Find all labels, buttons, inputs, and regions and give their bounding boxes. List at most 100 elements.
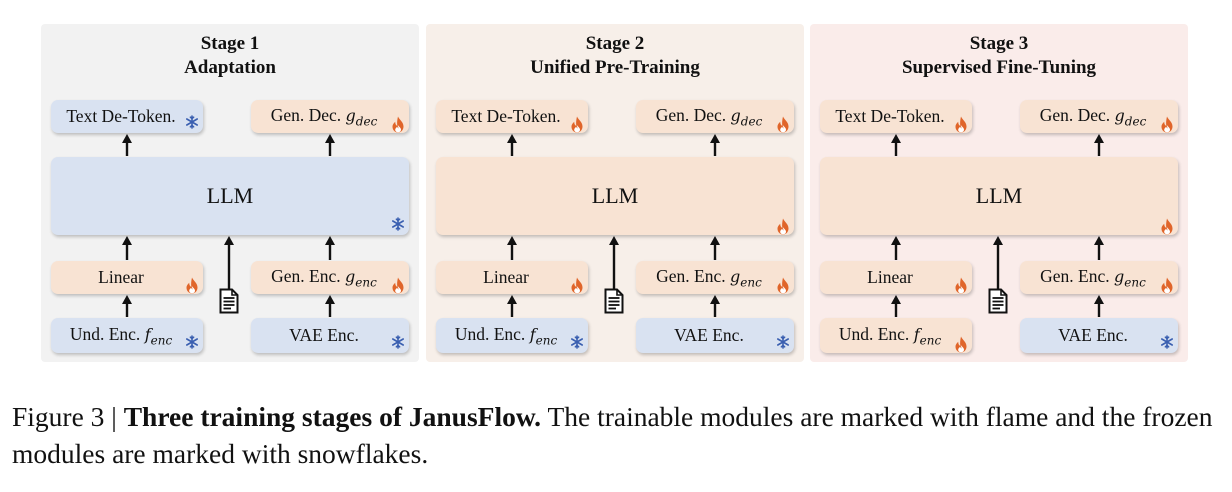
flame-icon	[776, 218, 790, 235]
module-label: Gen. Enc.	[656, 265, 731, 286]
module-vae-enc: VAE Enc.	[1020, 318, 1178, 353]
math-subscript: enc	[1124, 275, 1146, 290]
snowflake-icon	[1160, 335, 1174, 351]
math-subscript: enc	[535, 333, 558, 348]
module-und-enc: Und. Enc. fenc	[436, 318, 588, 353]
flame-icon	[185, 277, 199, 294]
flow-arrow	[710, 134, 720, 156]
document-icon	[219, 288, 239, 319]
module-label: Text De-Token.	[835, 106, 945, 126]
module-text-detok: Text De-Token.	[51, 100, 203, 133]
flow-arrow	[507, 236, 517, 260]
module-label: Linear	[98, 267, 144, 287]
flame-icon	[776, 116, 790, 133]
flame-icon	[1160, 277, 1174, 294]
module-linear: Linear	[820, 261, 972, 294]
stage-name: Adaptation	[184, 57, 276, 78]
module-label: LLM	[206, 183, 254, 208]
flow-arrow	[122, 236, 132, 260]
module-label: VAE Enc.	[1058, 325, 1128, 345]
flow-arrow	[891, 295, 901, 317]
math-subscript: dec	[1124, 114, 1147, 129]
flow-arrow	[609, 236, 619, 290]
math-symbol: f	[529, 324, 536, 344]
module-gen-dec: Gen. Dec. gdec	[636, 100, 794, 133]
flame-icon	[391, 116, 405, 133]
module-llm: LLM	[820, 157, 1178, 235]
flame-icon	[570, 116, 584, 133]
flow-arrow	[507, 295, 517, 317]
module-und-enc: Und. Enc. fenc	[820, 318, 972, 353]
flame-icon	[954, 336, 968, 353]
flow-arrow	[122, 295, 132, 317]
stage-number: Stage 2	[585, 33, 645, 54]
module-label: Gen. Dec.	[1039, 104, 1115, 125]
figure-caption: Figure 3 | Three training stages of Janu…	[12, 398, 1227, 472]
math-subscript: enc	[355, 275, 377, 290]
module-label: Und. Enc.	[454, 323, 530, 344]
flow-arrow	[710, 295, 720, 317]
module-text-detok: Text De-Token.	[820, 100, 972, 133]
module-label: Linear	[483, 267, 529, 287]
module-label: Gen. Dec.	[655, 104, 731, 125]
snowflake-icon	[391, 335, 405, 351]
stage-name: Supervised Fine-Tuning	[901, 57, 1097, 78]
module-gen-dec: Gen. Dec. gdec	[1020, 100, 1178, 133]
module-label: Gen. Enc.	[271, 265, 346, 286]
math-subscript: dec	[740, 114, 763, 129]
flow-arrow	[993, 236, 1003, 290]
flame-icon	[954, 277, 968, 294]
module-label: Gen. Dec.	[270, 104, 346, 125]
module-gen-enc: Gen. Enc. genc	[636, 261, 794, 294]
flow-arrow	[224, 236, 234, 290]
math-subscript: dec	[355, 114, 378, 129]
module-vae-enc: VAE Enc.	[251, 318, 409, 353]
math-symbol: g	[730, 105, 741, 125]
flow-arrow	[891, 236, 901, 260]
module-label: Gen. Enc.	[1040, 265, 1115, 286]
module-label: LLM	[591, 183, 639, 208]
flame-icon	[391, 277, 405, 294]
flow-arrow	[325, 134, 335, 156]
flow-arrow	[1094, 295, 1104, 317]
flow-arrow	[122, 134, 132, 156]
caption-bold: Three training stages of JanusFlow.	[123, 401, 542, 432]
snowflake-icon	[185, 335, 199, 351]
module-text-detok: Text De-Token.	[436, 100, 588, 133]
flame-icon	[1160, 218, 1174, 235]
flame-icon	[570, 277, 584, 294]
module-label: Und. Enc.	[838, 323, 914, 344]
math-symbol: f	[913, 324, 920, 344]
math-subscript: enc	[150, 333, 173, 348]
module-gen-dec: Gen. Dec. gdec	[251, 100, 409, 133]
flow-arrow	[710, 236, 720, 260]
module-label: Text De-Token.	[66, 106, 176, 126]
math-symbol: g	[730, 266, 741, 286]
module-label: Text De-Token.	[451, 106, 561, 126]
flow-arrow	[1094, 236, 1104, 260]
document-icon	[604, 288, 624, 319]
snowflake-icon	[776, 335, 790, 351]
module-linear: Linear	[51, 261, 203, 294]
module-linear: Linear	[436, 261, 588, 294]
module-llm: LLM	[436, 157, 794, 235]
flow-arrow	[1094, 134, 1104, 156]
stage-number: Stage 1	[200, 33, 260, 54]
module-label: LLM	[975, 183, 1023, 208]
flame-icon	[1160, 116, 1174, 133]
document-icon	[988, 288, 1008, 319]
module-label: Linear	[867, 267, 913, 287]
math-symbol: g	[1114, 105, 1125, 125]
snowflake-icon	[391, 217, 405, 233]
module-label: Und. Enc.	[69, 323, 145, 344]
math-symbol: f	[144, 324, 151, 344]
caption-rest: The trainable modules are marked with fl…	[12, 401, 1213, 469]
math-symbol: g	[1114, 266, 1125, 286]
stage-number: Stage 3	[969, 33, 1029, 54]
flow-arrow	[891, 134, 901, 156]
math-subscript: enc	[919, 333, 942, 348]
module-gen-enc: Gen. Enc. genc	[1020, 261, 1178, 294]
